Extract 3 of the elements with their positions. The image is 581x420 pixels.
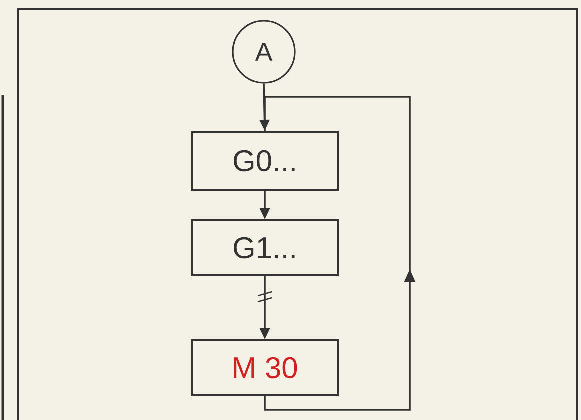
process-box: G0... bbox=[191, 131, 339, 191]
process-box: M 30 bbox=[191, 339, 339, 396]
process-box: G1... bbox=[191, 220, 339, 276]
